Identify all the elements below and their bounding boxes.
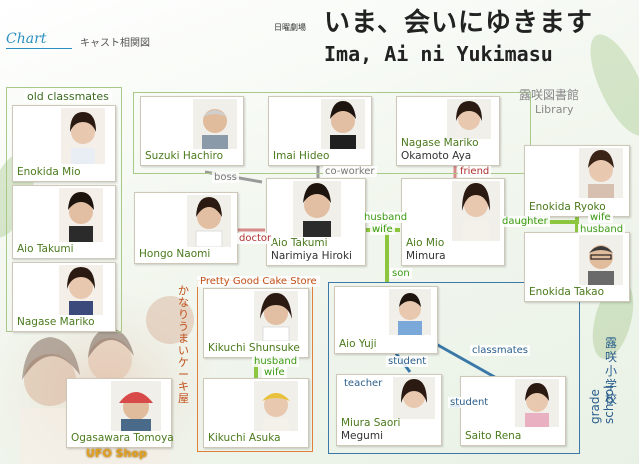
portrait-photo	[61, 108, 105, 164]
relation-daughter: daughter	[500, 216, 550, 227]
portrait-photo	[393, 377, 435, 419]
person-name: Miura Saori	[341, 417, 401, 429]
card-hongo-naomi[interactable]: Hongo Naomi	[134, 192, 238, 264]
card-imai-hideo[interactable]: Imai Hideo	[268, 96, 372, 166]
card-nagase-mariko-young[interactable]: Nagase Mariko	[12, 262, 116, 332]
portrait-photo	[193, 99, 237, 149]
drama-title-japanese: いま、会いにゆきます	[324, 8, 593, 38]
person-name: Saito Rena	[465, 430, 522, 442]
person-name: Aio Takumi	[271, 237, 328, 249]
actor-name: Mimura	[406, 250, 446, 262]
relation-student: student	[386, 356, 429, 367]
library-label-japanese: 露咲図書館	[519, 88, 580, 102]
person-name: Kikuchi Shunsuke	[208, 342, 300, 354]
person-name: Kikuchi Asuka	[208, 432, 281, 444]
person-name: Aio Mio	[406, 237, 445, 249]
portrait-photo	[447, 99, 491, 139]
card-enokida-ryoko[interactable]: Enokida Ryoko	[524, 145, 630, 217]
portrait-photo	[389, 289, 431, 335]
network-label: 日曜劇場	[274, 23, 306, 32]
old-classmates-label: old classmates	[24, 90, 112, 103]
card-suzuki-hachiro[interactable]: Suzuki Hachiro	[140, 96, 244, 166]
cake-store-label-japanese: かなりうまいケーキ屋	[178, 284, 189, 405]
person-name: Enokida Takao	[529, 286, 605, 298]
person-name: Enokida Mio	[17, 166, 81, 178]
card-aio-takumi-young[interactable]: Aio Takumi	[12, 185, 116, 259]
relation-wife: wife	[370, 224, 395, 235]
portrait-photo	[321, 99, 365, 149]
library-label: Library	[535, 103, 574, 116]
person-name: Nagase Mariko	[17, 316, 95, 328]
card-saito-rena[interactable]: Saito Rena	[460, 376, 566, 446]
relation-son: son	[390, 268, 412, 279]
card-enokida-mio[interactable]: Enokida Mio	[12, 105, 116, 182]
portrait-photo	[254, 291, 298, 341]
relation-doctor: doctor	[237, 233, 274, 244]
portrait-photo	[187, 195, 231, 247]
chart-subtitle: キャスト相関図	[80, 38, 150, 49]
person-name: Enokida Ryoko	[529, 201, 606, 213]
person-name: Imai Hideo	[273, 150, 330, 162]
chart-underline	[6, 48, 72, 49]
relation-wife-enokida: wife	[588, 212, 613, 223]
card-aio-mio[interactable]: Aio Mio Mimura	[401, 178, 505, 266]
portrait-photo	[579, 148, 623, 198]
relation-boss: boss	[212, 172, 239, 183]
ufo-shop-label: UFO Shop	[86, 447, 147, 460]
card-aio-takumi[interactable]: Aio Takumi Narimiya Hiroki	[266, 178, 366, 266]
card-enokida-takao[interactable]: Enokida Takao	[524, 232, 630, 302]
person-name: Ogasawara Tomoya	[71, 432, 174, 444]
card-miura-saori[interactable]: Miura Saori Megumi	[336, 374, 442, 446]
relation-classmates: classmates	[470, 345, 530, 356]
chart-label: Chart	[6, 31, 47, 47]
person-name: Nagase Mariko	[401, 137, 479, 149]
grade-school-group	[328, 282, 580, 454]
card-nagase-mariko[interactable]: Nagase Mariko Okamoto Aya	[396, 96, 500, 166]
card-kikuchi-shunsuke[interactable]: Kikuchi Shunsuke	[203, 288, 309, 358]
person-name: Aio Yuji	[339, 338, 377, 350]
portrait-photo	[293, 181, 341, 237]
classmates-line	[435, 342, 501, 382]
relation-husband: husband	[362, 212, 410, 223]
relation-student-rena: student	[448, 397, 491, 408]
grade-school-label-japanese: 露咲小学校	[605, 336, 618, 406]
portrait-photo	[59, 265, 103, 315]
portrait-photo	[515, 379, 559, 427]
portrait-photo	[579, 235, 623, 285]
actor-name: Megumi	[341, 430, 383, 442]
relation-husband-enokida: husband	[578, 224, 626, 235]
actor-name: Narimiya Hiroki	[271, 250, 352, 262]
person-name: Aio Takumi	[17, 243, 74, 255]
portrait-photo	[452, 181, 500, 241]
person-name: Suzuki Hachiro	[145, 150, 224, 162]
person-name: Hongo Naomi	[139, 248, 211, 260]
portrait-photo	[254, 381, 298, 431]
card-aio-yuji[interactable]: Aio Yuji	[334, 286, 438, 354]
cake-store-label: Pretty Good Cake Store	[197, 276, 320, 287]
card-kikuchi-asuka[interactable]: Kikuchi Asuka	[203, 378, 309, 448]
relation-friend: friend	[458, 166, 492, 177]
actor-name: Okamoto Aya	[401, 150, 472, 162]
relation-coworker: co-worker	[323, 166, 377, 177]
card-ogasawara-tomoya[interactable]: Ogasawara Tomoya	[66, 378, 174, 448]
portrait-photo	[111, 381, 161, 431]
portrait-photo	[59, 188, 103, 242]
relation-wife-kikuchi: wife	[262, 367, 287, 378]
drama-title-romaji: Ima, Ai ni Yukimasu	[324, 42, 553, 66]
relation-teacher: teacher	[342, 378, 385, 389]
relation-husband-kikuchi: husband	[252, 356, 300, 367]
